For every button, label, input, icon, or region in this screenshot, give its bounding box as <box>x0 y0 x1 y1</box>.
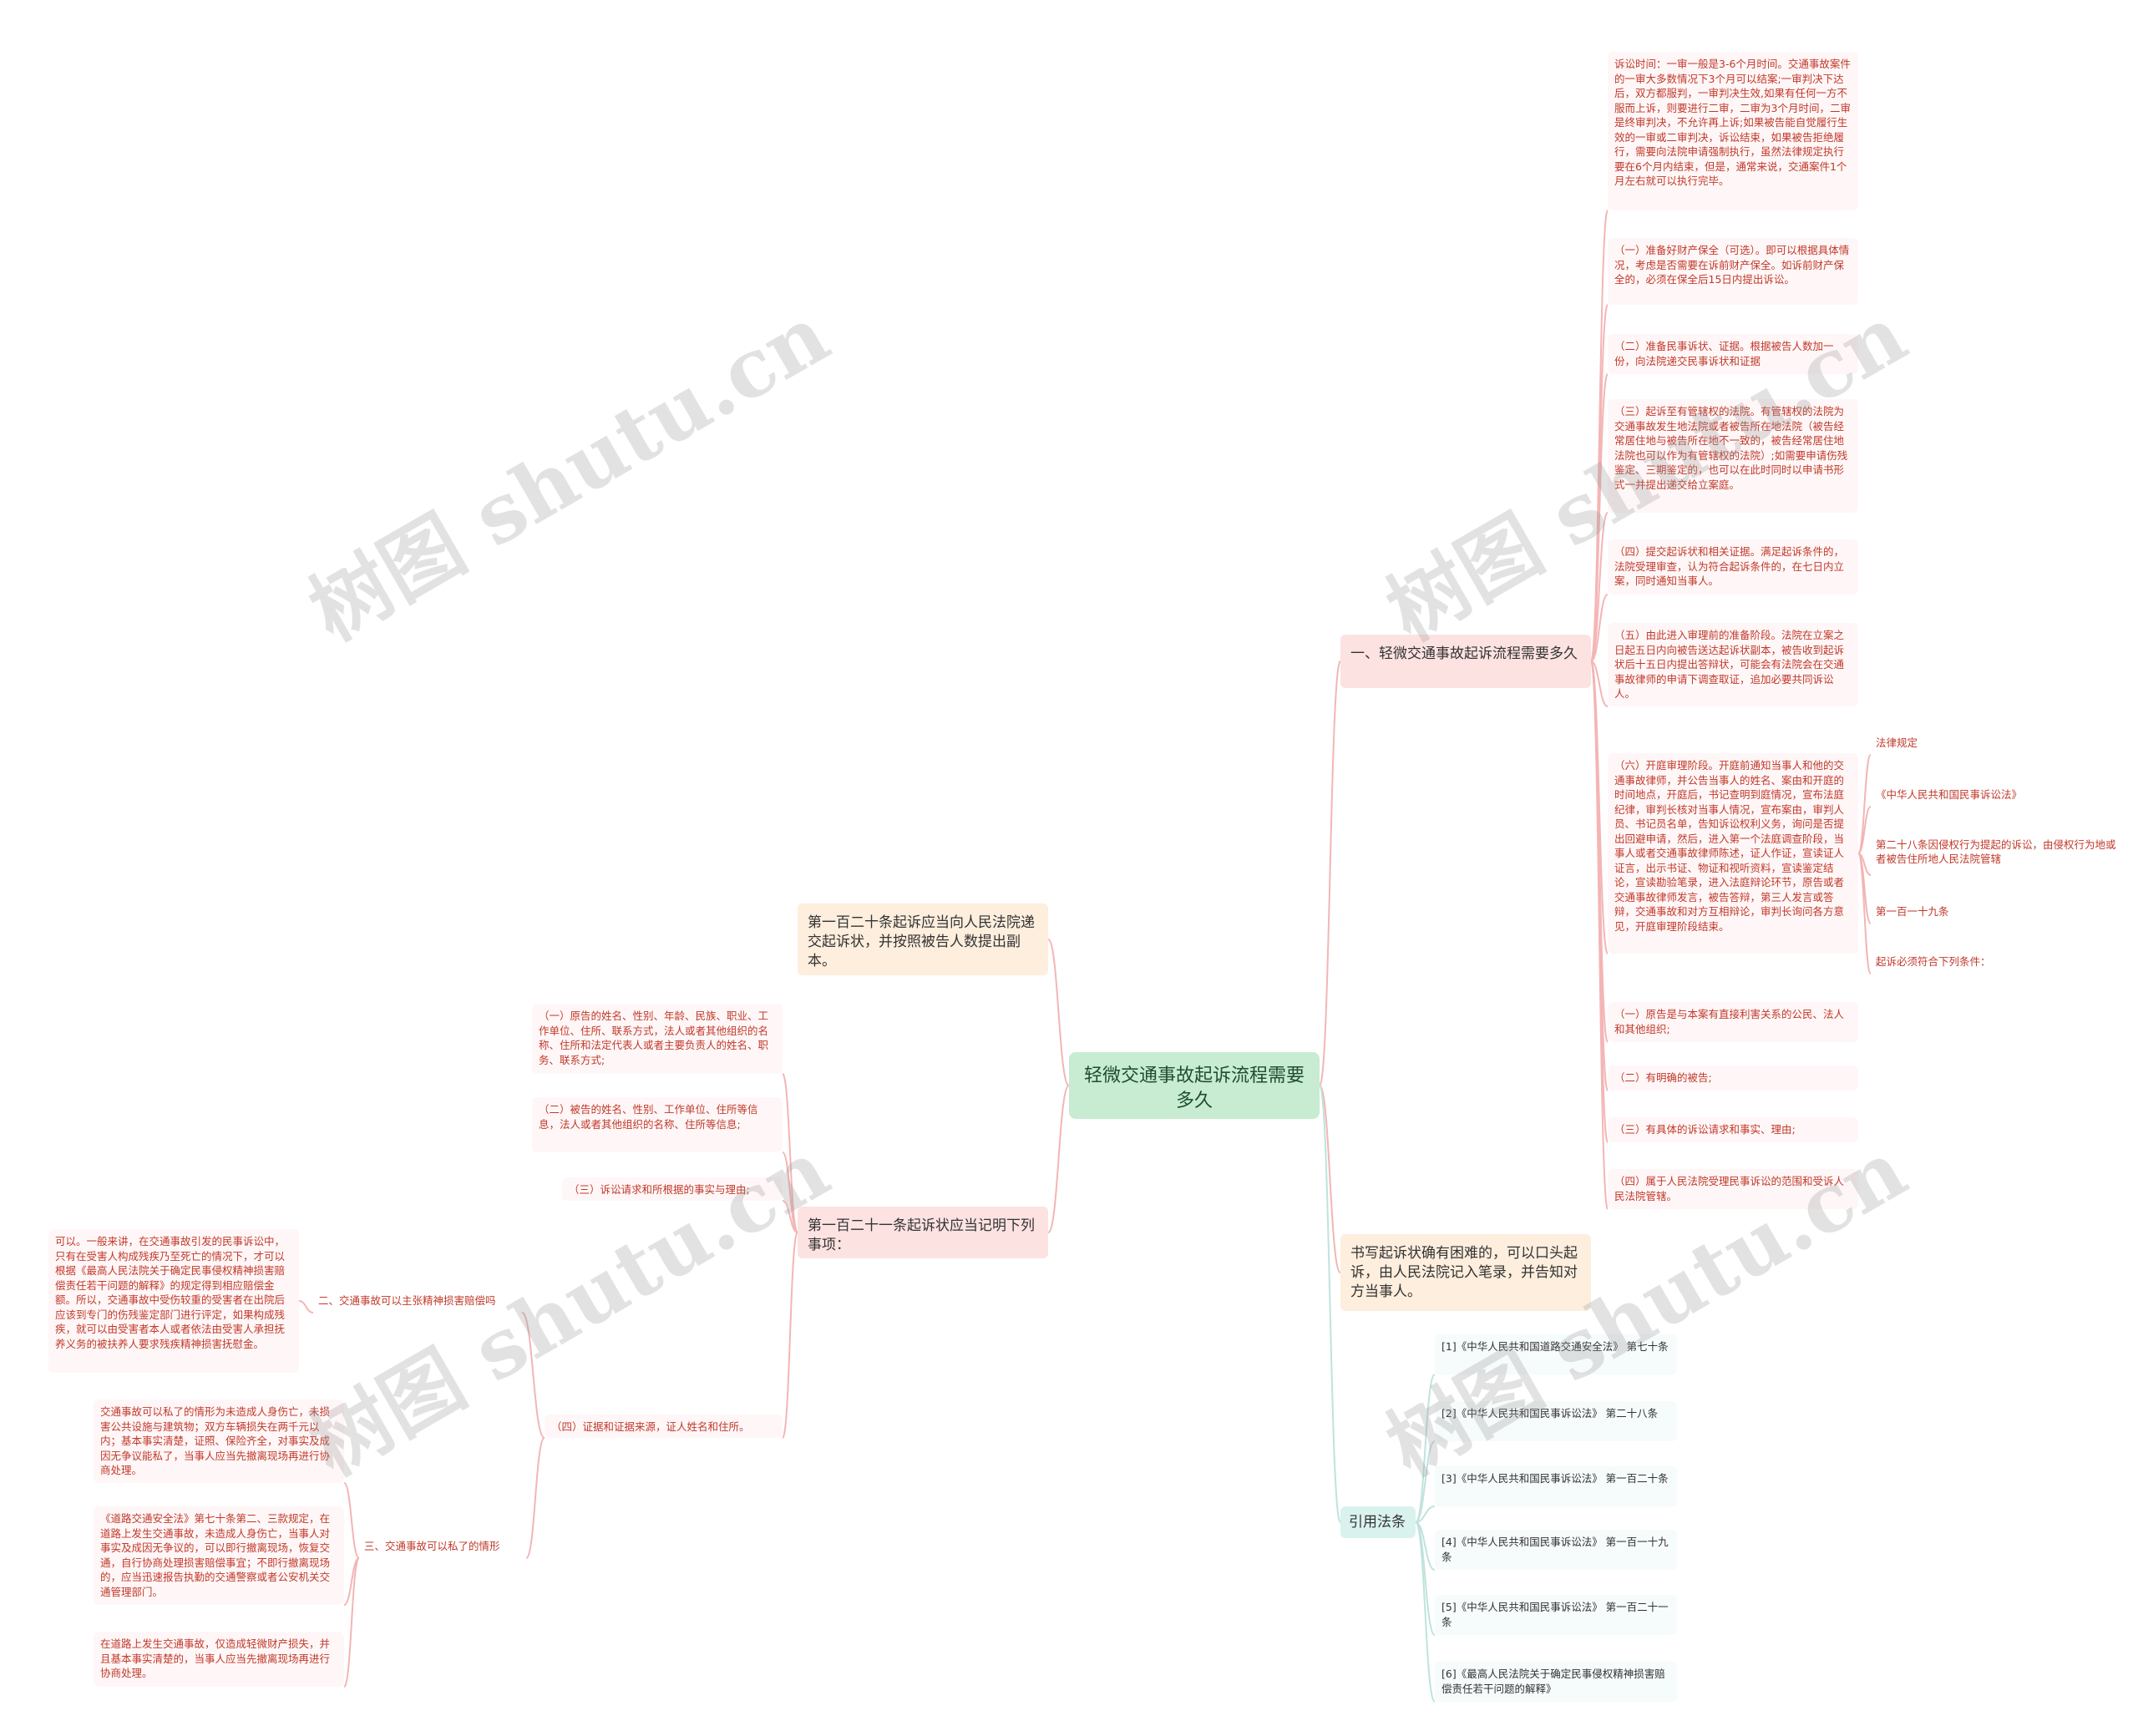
private-settlement-detail-0: 交通事故可以私了的情形为未造成人身伤亡，未损害公共设施与建筑物；双方车辆损失在两… <box>94 1399 344 1483</box>
link-article-121-item <box>782 1232 798 1439</box>
article-121-item-1: （二）被告的姓名、性别、工作单位、住所等信息，法人或者其他组织的名称、住所等信息… <box>532 1097 783 1152</box>
duration-item-3: （三）起诉至有管辖权的法院。有管辖权的法院为交通事故发生地法院或者被告所在地法院… <box>1608 399 1858 513</box>
link-branch-article-120 <box>1047 939 1070 1086</box>
link-cited-law <box>1415 1374 1436 1523</box>
link-article-121-item <box>782 1073 798 1233</box>
mental-damage-label: 二、交通事故可以主张精神损害赔偿吗 <box>313 1291 522 1313</box>
link-branch-duration <box>1319 660 1341 1086</box>
condition-0: （一）原告是与本案有直接利害关系的公民、法人和其他组织; <box>1608 1002 1858 1042</box>
link-duration-item <box>1590 660 1609 707</box>
link-private-settlement-label <box>525 1437 545 1559</box>
link-cited-law <box>1415 1521 1436 1703</box>
duration-item-2: （二）准备民事诉状、证据。根据被告人数加一份，向法院递交民事诉状和证据 <box>1608 334 1858 374</box>
branch-article-121[interactable]: 第一百二十一条起诉状应当记明下列事项： <box>798 1207 1048 1258</box>
private-settlement-detail-2: 在道路上发生交通事故，仅造成轻微财产损失，并且基本事实清楚的，当事人应当先撤离现… <box>94 1632 344 1687</box>
condition-3: （四）属于人民法院受理民事诉讼的范围和受诉人民法院管辖。 <box>1608 1169 1858 1209</box>
article-121-item-3: （四）证据和证据来源，证人姓名和住所。 <box>545 1415 783 1438</box>
legal-4: 起诉必须符合下列条件： <box>1871 952 2021 974</box>
branch-cited-laws[interactable]: 引用法条 <box>1340 1506 1416 1538</box>
link-private-settlement-detail <box>343 1482 360 1559</box>
branch-duration-label: 一、轻微交通事故起诉流程需要多久 <box>1350 645 1578 662</box>
link-duration-item <box>1590 512 1609 662</box>
link-private-settlement-detail <box>343 1557 360 1688</box>
duration-item-1: （一）准备好财产保全（可选）。即可以根据具体情况，考虑是否需要在诉前财产保全。如… <box>1608 238 1858 305</box>
branch-oral-complaint[interactable]: 书写起诉状确有困难的，可以口头起诉，由人民法院记入笔录，并告知对方当事人。 <box>1340 1234 1591 1311</box>
article-121-item-2: （三）诉讼请求和所根据的事实与理由; <box>562 1177 783 1201</box>
link-branch-article-121 <box>1047 1085 1070 1233</box>
root-node[interactable]: 轻微交通事故起诉流程需要多久 <box>1069 1052 1320 1119</box>
link-legal <box>1857 853 1872 974</box>
cited-law-3: [4]《中华人民共和国民事诉讼法》 第一百一十九条 <box>1435 1530 1677 1570</box>
cited-law-5: [6]《最高人民法院关于确定民事侵权精神损害赔偿责任若干问题的解释》 <box>1435 1662 1677 1702</box>
cited-law-1: [2]《中华人民共和国民事诉讼法》 第二十八条 <box>1435 1401 1677 1441</box>
link-legal <box>1857 754 1872 854</box>
branch-duration[interactable]: 一、轻微交通事故起诉流程需要多久 <box>1340 635 1591 688</box>
branch-oral-complaint-label: 书写起诉状确有困难的，可以口头起诉，由人民法院记入笔录，并告知对方当事人。 <box>1350 1245 1578 1300</box>
link-condition <box>1590 660 1609 1210</box>
branch-article-121-label: 第一百二十一条起诉状应当记明下列事项： <box>808 1217 1035 1253</box>
link-mental-damage-label <box>521 1312 545 1439</box>
legal-0: 法律规定 <box>1871 733 1954 755</box>
cited-law-2: [3]《中华人民共和国民事诉讼法》 第一百二十条 <box>1435 1466 1677 1506</box>
link-branch-oral-complaint <box>1319 1085 1341 1273</box>
link-cited-law <box>1415 1506 1436 1523</box>
legal-1: 《中华人民共和国民事诉讼法》 <box>1871 785 2054 807</box>
cited-law-4: [5]《中华人民共和国民事诉讼法》 第一百二十一条 <box>1435 1595 1677 1635</box>
condition-2: （三）有具体的诉讼请求和事实、理由; <box>1608 1117 1858 1142</box>
branch-article-120[interactable]: 第一百二十条起诉应当向人民法院递交起诉状，并按照被告人数提出副本。 <box>798 903 1048 975</box>
private-settlement-detail-1: 《道路交通安全法》第七十条第二、三款规定，在道路上发生交通事故，未造成人身伤亡，… <box>94 1506 344 1605</box>
legal-3: 第一百一十九条 <box>1871 902 1996 924</box>
link-duration-item <box>1590 373 1609 662</box>
duration-item-4: （四）提交起诉状和相关证据。满足起诉条件的，法院受理审查，认为符合起诉条件的，在… <box>1608 539 1858 595</box>
condition-1: （二）有明确的被告; <box>1608 1065 1858 1091</box>
link-mental-damage-detail <box>298 1300 314 1313</box>
duration-item-5: （五）由此进入审理前的准备阶段。法院在立案之日起五日内向被告送达起诉状副本，被告… <box>1608 623 1858 706</box>
link-legal <box>1857 806 1872 854</box>
branch-cited-laws-label: 引用法条 <box>1349 1514 1406 1531</box>
link-cited-law <box>1415 1440 1436 1523</box>
article-121-item-0: （一）原告的姓名、性别、年龄、民族、职业、工作单位、住所、联系方式，法人或者其他… <box>532 1004 783 1074</box>
link-branch-cited-laws <box>1319 1085 1341 1523</box>
duration-item-6: （六）开庭审理阶段。开庭前通知当事人和他的交通事故律师，并公告当事人的姓名、案由… <box>1608 753 1858 954</box>
root-label: 轻微交通事故起诉流程需要多久 <box>1083 1065 1305 1111</box>
cited-law-0: [1]《中华人民共和国道路交通安全法》 第七十条 <box>1435 1334 1677 1374</box>
branch-article-120-label: 第一百二十条起诉应当向人民法院递交起诉状，并按照被告人数提出副本。 <box>808 914 1035 969</box>
link-article-121-item <box>782 1151 798 1233</box>
link-article-121-item <box>782 1200 798 1233</box>
link-duration-item <box>1590 304 1609 662</box>
mental-damage-detail: 可以。一般来讲，在交通事故引发的民事诉讼中，只有在受害人构成残疾乃至死亡的情况下… <box>48 1229 299 1373</box>
duration-item-0: 诉讼时间：一审一般是3-6个月时间。交通事故案件的一审大多数情况下3个月可以结案… <box>1608 52 1858 210</box>
private-settlement-label: 三、交通事故可以私了的情形 <box>359 1536 526 1558</box>
link-duration-item <box>1590 594 1609 662</box>
legal-2: 第二十八条因侵权行为提起的诉讼，由侵权行为地或者被告住所地人民法院管辖 <box>1871 835 2121 875</box>
